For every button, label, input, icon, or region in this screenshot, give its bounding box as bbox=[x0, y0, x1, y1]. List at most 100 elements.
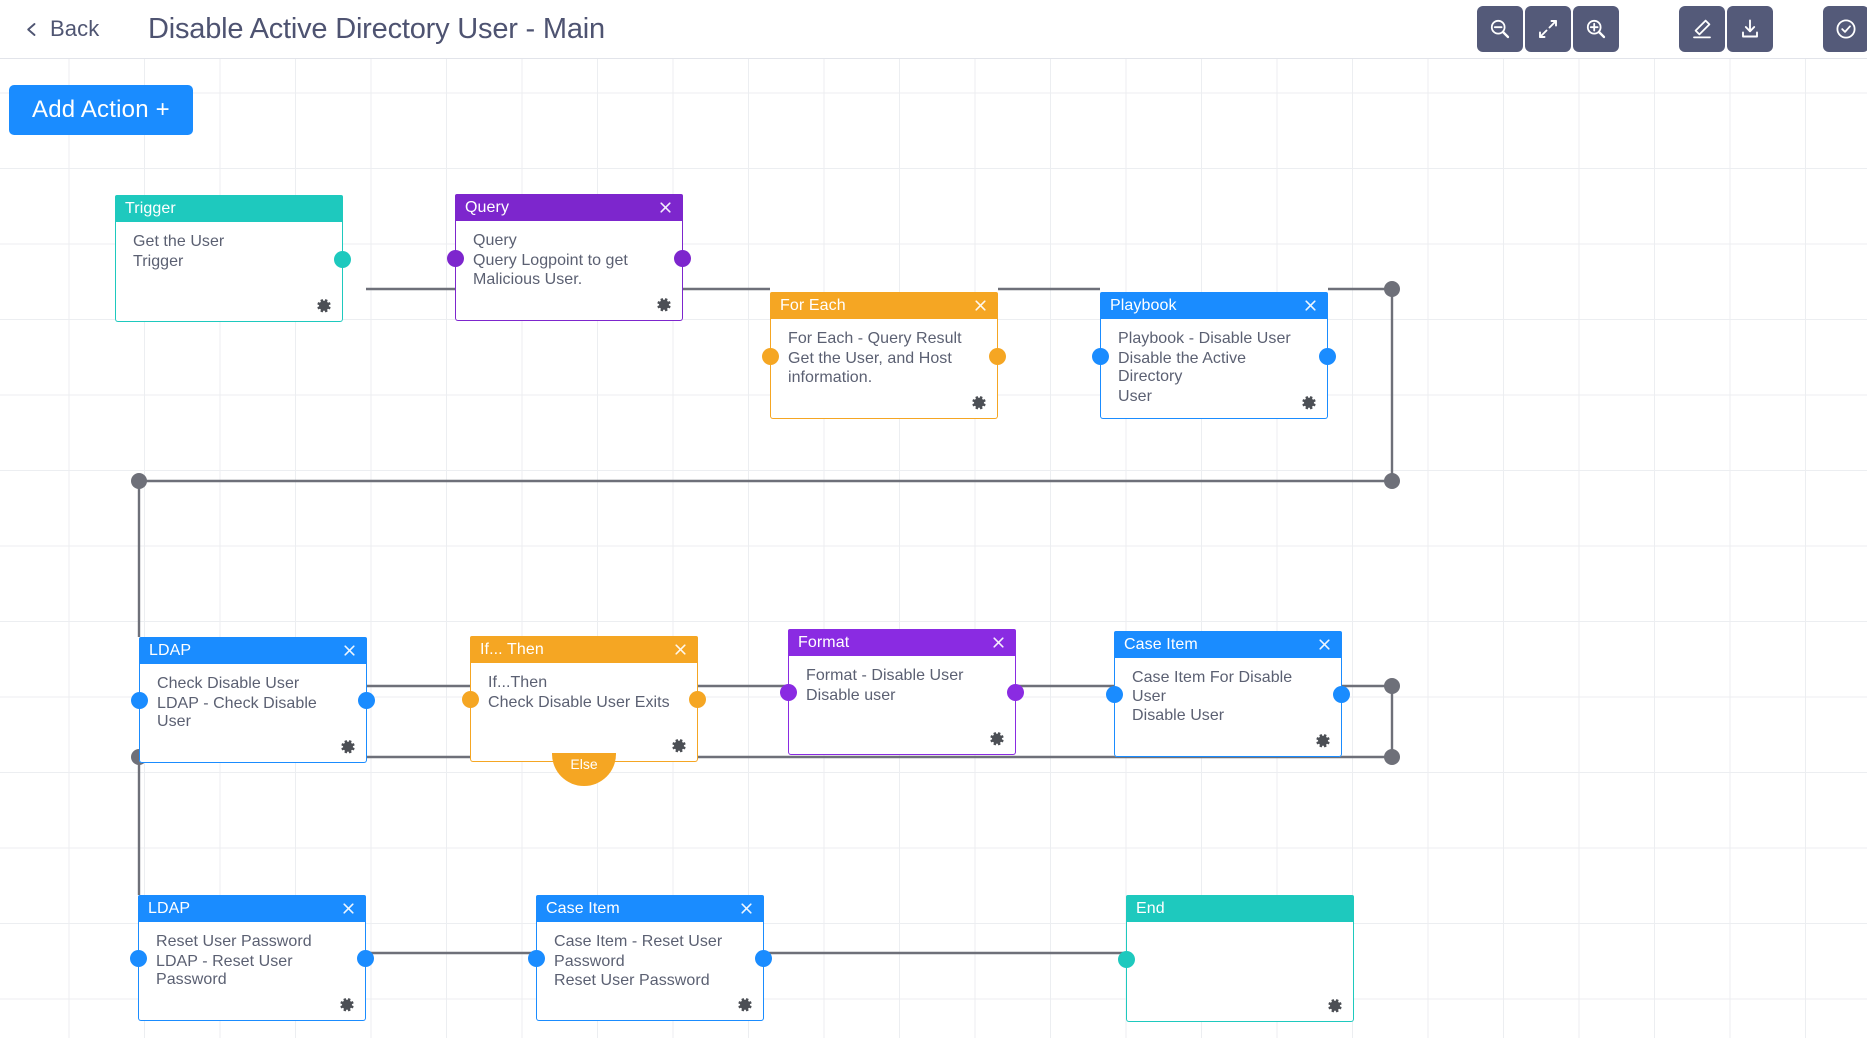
node-title-format: Format bbox=[798, 633, 850, 651]
chevron-left-icon bbox=[24, 22, 39, 37]
close-icon[interactable] bbox=[340, 642, 358, 660]
output-port[interactable] bbox=[674, 249, 691, 267]
node-text-line: Check Disable User Exits bbox=[488, 693, 670, 711]
fit-screen-button[interactable] bbox=[1525, 6, 1571, 52]
gear-icon[interactable] bbox=[670, 737, 687, 754]
input-port[interactable] bbox=[1092, 347, 1109, 365]
download-button[interactable] bbox=[1727, 6, 1773, 52]
node-body-end bbox=[1126, 922, 1354, 1022]
node-header-format[interactable]: Format bbox=[788, 629, 1016, 656]
node-header-if-then[interactable]: If... Then bbox=[470, 636, 698, 663]
node-title-end: End bbox=[1136, 899, 1165, 917]
edit-button[interactable] bbox=[1679, 6, 1725, 52]
output-port[interactable] bbox=[1319, 347, 1336, 365]
gear-icon[interactable] bbox=[338, 996, 355, 1013]
close-icon[interactable] bbox=[971, 297, 989, 315]
output-port[interactable] bbox=[358, 692, 375, 709]
node-text-line: Format - Disable User bbox=[806, 667, 964, 684]
input-port[interactable] bbox=[1118, 950, 1135, 968]
close-icon[interactable] bbox=[656, 199, 674, 217]
node-text-line: Reset User Password bbox=[156, 933, 312, 950]
gear-icon[interactable] bbox=[970, 394, 987, 411]
node-text-line: Get the User, and Host bbox=[788, 349, 952, 367]
node-header-case-item-disable[interactable]: Case Item bbox=[1114, 631, 1342, 658]
node-title-trigger: Trigger bbox=[125, 199, 176, 217]
node-header-end[interactable]: End bbox=[1126, 895, 1354, 922]
node-header-query[interactable]: Query bbox=[455, 194, 683, 221]
output-port[interactable] bbox=[755, 950, 772, 967]
input-port[interactable] bbox=[131, 692, 148, 709]
node-header-case-item-reset[interactable]: Case Item bbox=[536, 895, 764, 922]
app-header: Back Disable Active Directory User - Mai… bbox=[0, 0, 1867, 59]
zoom-in-icon bbox=[1584, 17, 1608, 41]
node-header-trigger[interactable]: Trigger bbox=[115, 195, 343, 222]
gear-icon[interactable] bbox=[1300, 394, 1317, 411]
node-text-line: Query bbox=[473, 232, 517, 249]
input-port[interactable] bbox=[780, 684, 797, 701]
node-text-line: Disable User bbox=[1132, 707, 1225, 725]
page-title: Disable Active Directory User - Main bbox=[148, 12, 605, 45]
zoom-toolbar bbox=[1477, 6, 1619, 52]
gear-icon[interactable] bbox=[655, 296, 672, 313]
output-port[interactable] bbox=[689, 691, 706, 708]
input-port[interactable] bbox=[462, 691, 479, 708]
else-branch-tab[interactable]: Else bbox=[552, 753, 616, 786]
input-port[interactable] bbox=[447, 249, 464, 267]
output-port[interactable] bbox=[1007, 684, 1024, 701]
close-icon[interactable] bbox=[1315, 636, 1333, 654]
output-port[interactable] bbox=[989, 347, 1006, 365]
node-text-line: Playbook - Disable User bbox=[1118, 330, 1291, 347]
apply-toolbar bbox=[1823, 6, 1867, 52]
close-icon[interactable] bbox=[671, 641, 689, 659]
gear-icon[interactable] bbox=[1314, 732, 1331, 749]
close-icon[interactable] bbox=[737, 900, 755, 918]
apply-button[interactable] bbox=[1823, 6, 1867, 52]
node-header-playbook[interactable]: Playbook bbox=[1100, 292, 1328, 319]
node-header-for-each[interactable]: For Each bbox=[770, 292, 998, 319]
node-text-line: Case Item - Reset User bbox=[554, 933, 723, 950]
add-action-button[interactable]: Add Action + bbox=[9, 85, 193, 135]
close-icon[interactable] bbox=[989, 634, 1007, 652]
node-header-ldap-reset[interactable]: LDAP bbox=[138, 895, 366, 922]
workflow-node-end[interactable]: End bbox=[1118, 895, 1354, 1022]
input-port[interactable] bbox=[762, 347, 779, 365]
output-port[interactable] bbox=[357, 950, 374, 967]
input-port[interactable] bbox=[1106, 686, 1123, 703]
close-icon[interactable] bbox=[1301, 297, 1319, 315]
apply-check-icon bbox=[1834, 17, 1858, 41]
gear-icon[interactable] bbox=[736, 996, 753, 1013]
node-text-line: User bbox=[1118, 387, 1152, 405]
node-text-line: LDAP - Check Disable User bbox=[157, 694, 317, 731]
gear-icon[interactable] bbox=[988, 730, 1005, 747]
node-header-ldap-check[interactable]: LDAP bbox=[139, 637, 367, 664]
node-text-line: Malicious User. bbox=[473, 271, 583, 289]
output-port[interactable] bbox=[334, 250, 351, 268]
node-text-line: Query Logpoint to get bbox=[473, 251, 628, 269]
gear-icon[interactable] bbox=[1326, 997, 1343, 1014]
input-port[interactable] bbox=[528, 950, 545, 967]
output-port[interactable] bbox=[1333, 686, 1350, 703]
zoom-in-button[interactable] bbox=[1573, 6, 1619, 52]
gear-icon[interactable] bbox=[339, 738, 356, 755]
node-text-line: Check Disable User bbox=[157, 675, 300, 692]
input-port[interactable] bbox=[130, 950, 147, 967]
zoom-out-button[interactable] bbox=[1477, 6, 1523, 52]
back-button[interactable]: Back bbox=[24, 0, 99, 58]
close-icon[interactable] bbox=[339, 900, 357, 918]
gear-icon[interactable] bbox=[315, 297, 332, 314]
